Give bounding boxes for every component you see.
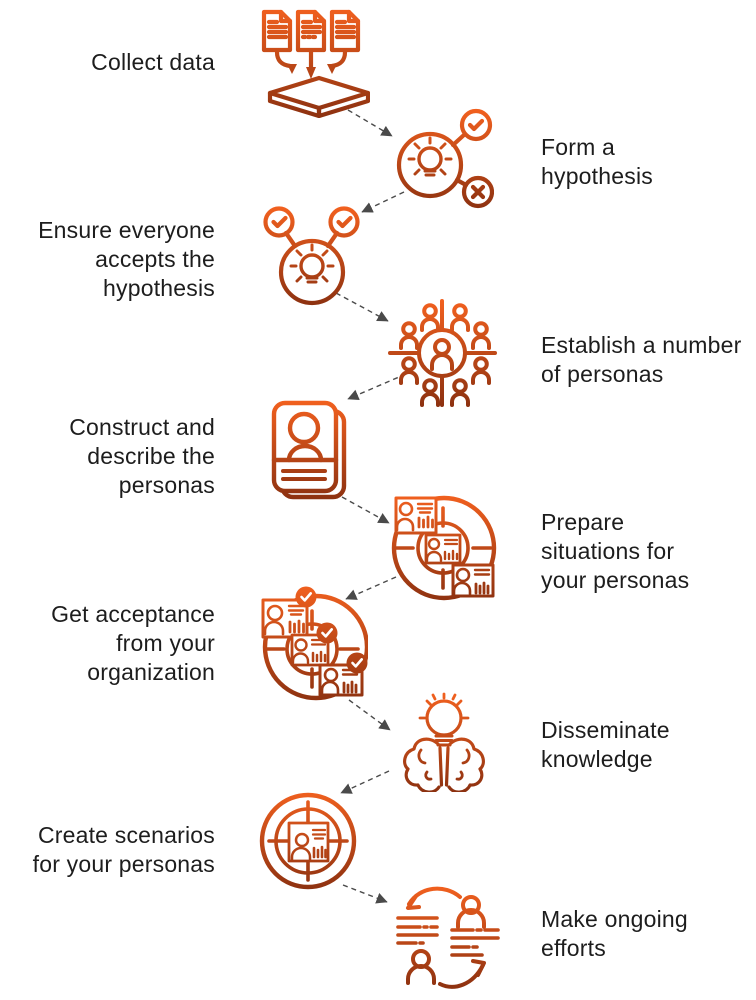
dashed-arrow [345, 576, 397, 600]
step-label-disseminate: Disseminate knowledge [541, 717, 670, 772]
step-label-create-scenarios: Create scenarios for your personas [32, 822, 215, 877]
ongoing-cycle-icon [390, 884, 502, 995]
step-label-form-hypothesis: Form a hypothesis [541, 134, 653, 189]
collect-data-icon [250, 6, 371, 123]
dashed-arrow [361, 191, 405, 213]
step-label-construct-personas: Construct and describe the personas [69, 414, 215, 498]
dashed-arrow [347, 373, 407, 400]
step-label-ongoing-efforts: Make ongoing efforts [541, 906, 688, 961]
personas-group-icon [387, 299, 497, 412]
dashed-arrow [335, 292, 389, 322]
step-label-accept-hypothesis: Ensure everyone accepts the hypothesis [38, 217, 215, 301]
persona-cards-icon [270, 400, 350, 505]
situations-target-icon [386, 493, 498, 608]
accept-hypothesis-icon [256, 206, 360, 311]
hypothesis-check-icon [394, 108, 495, 215]
step-label-collect-data: Collect data [91, 49, 215, 75]
scenario-target-icon [258, 789, 358, 896]
step-label-establish-personas: Establish a number of personas [541, 332, 742, 387]
step-label-get-acceptance: Get acceptance from your organization [51, 601, 215, 685]
acceptance-target-icon [254, 583, 370, 708]
step-label-prepare-situations: Prepare situations for your personas [541, 509, 690, 593]
dashed-arrow [342, 884, 388, 904]
brain-bulb-icon [399, 692, 489, 797]
